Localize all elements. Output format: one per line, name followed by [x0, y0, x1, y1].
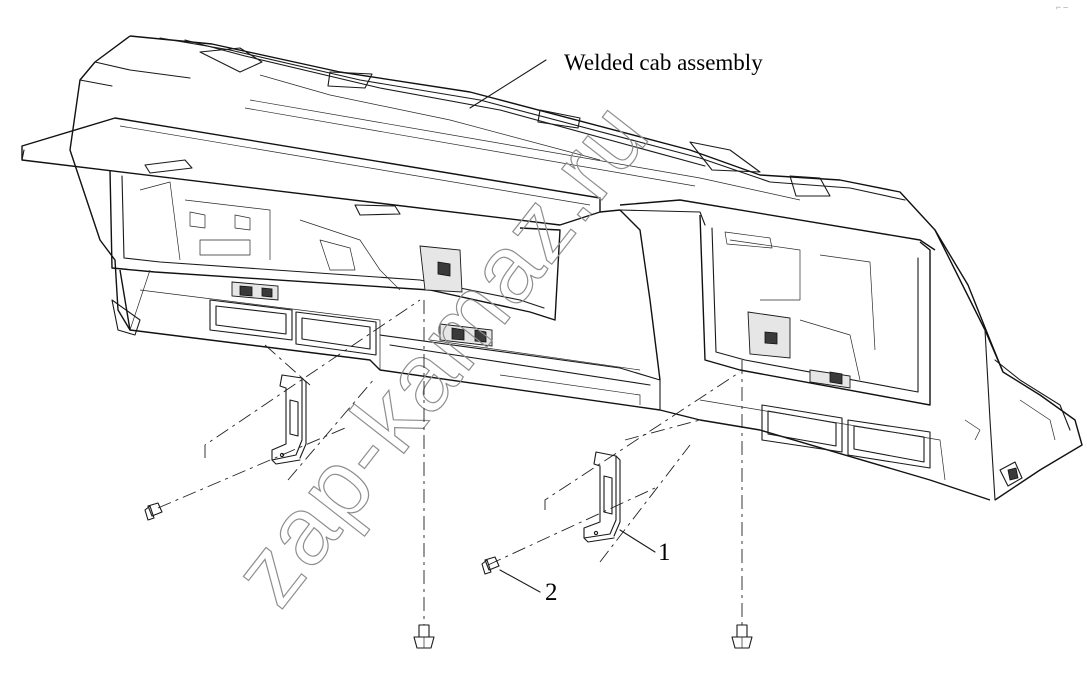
bolt-right: [481, 556, 500, 575]
cab-body: [21, 35, 1083, 501]
callout-2-leader: [499, 569, 541, 593]
bolt-bottom-center: [413, 624, 435, 649]
bolt-bottom-right: [731, 624, 753, 649]
bracket-right: [583, 451, 621, 543]
watermark: zap-kamaz.ru: [212, 82, 669, 625]
assembly-centerlines: [157, 299, 743, 625]
callout-1-label: 1: [658, 539, 671, 566]
callout-2-label: 2: [545, 579, 558, 606]
corner-mark: ⌐ ‒: [1056, 2, 1068, 12]
callout-1-leader: [619, 529, 656, 553]
bracket-left: [271, 374, 307, 465]
bolt-left: [144, 502, 163, 521]
title-label: Welded cab assembly: [564, 50, 763, 75]
title-leader-line: [469, 59, 547, 109]
